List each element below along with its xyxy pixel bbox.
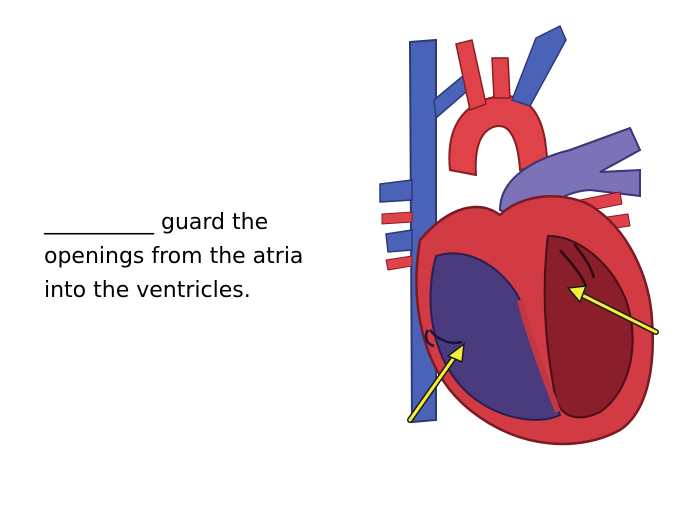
question-line-3: into the ventricles. <box>44 278 251 303</box>
pulmonary-vein-left-2 <box>385 255 413 271</box>
question-line-2: openings from the atria <box>44 244 304 269</box>
left-chamber <box>543 234 634 419</box>
aorta-branch-1 <box>455 39 487 112</box>
arrow-left-atrioventricular <box>407 342 465 423</box>
vena-cava-branch-left-2 <box>385 229 413 253</box>
heart-diagram <box>379 24 659 446</box>
mitral-valve <box>559 243 596 287</box>
tricuspid-valve <box>424 329 463 348</box>
arrow-right-atrioventricular <box>566 285 659 335</box>
aorta-branch-3 <box>511 24 567 107</box>
aorta-branch-2 <box>491 57 511 99</box>
septum <box>517 299 561 414</box>
vena-cava-branch-left <box>379 179 413 203</box>
question-text: __________ guard the openings from the a… <box>44 206 364 308</box>
question-line-1: __________ guard the <box>44 210 269 235</box>
pulmonary-vein-left-1 <box>381 211 413 225</box>
right-chamber <box>429 252 562 421</box>
